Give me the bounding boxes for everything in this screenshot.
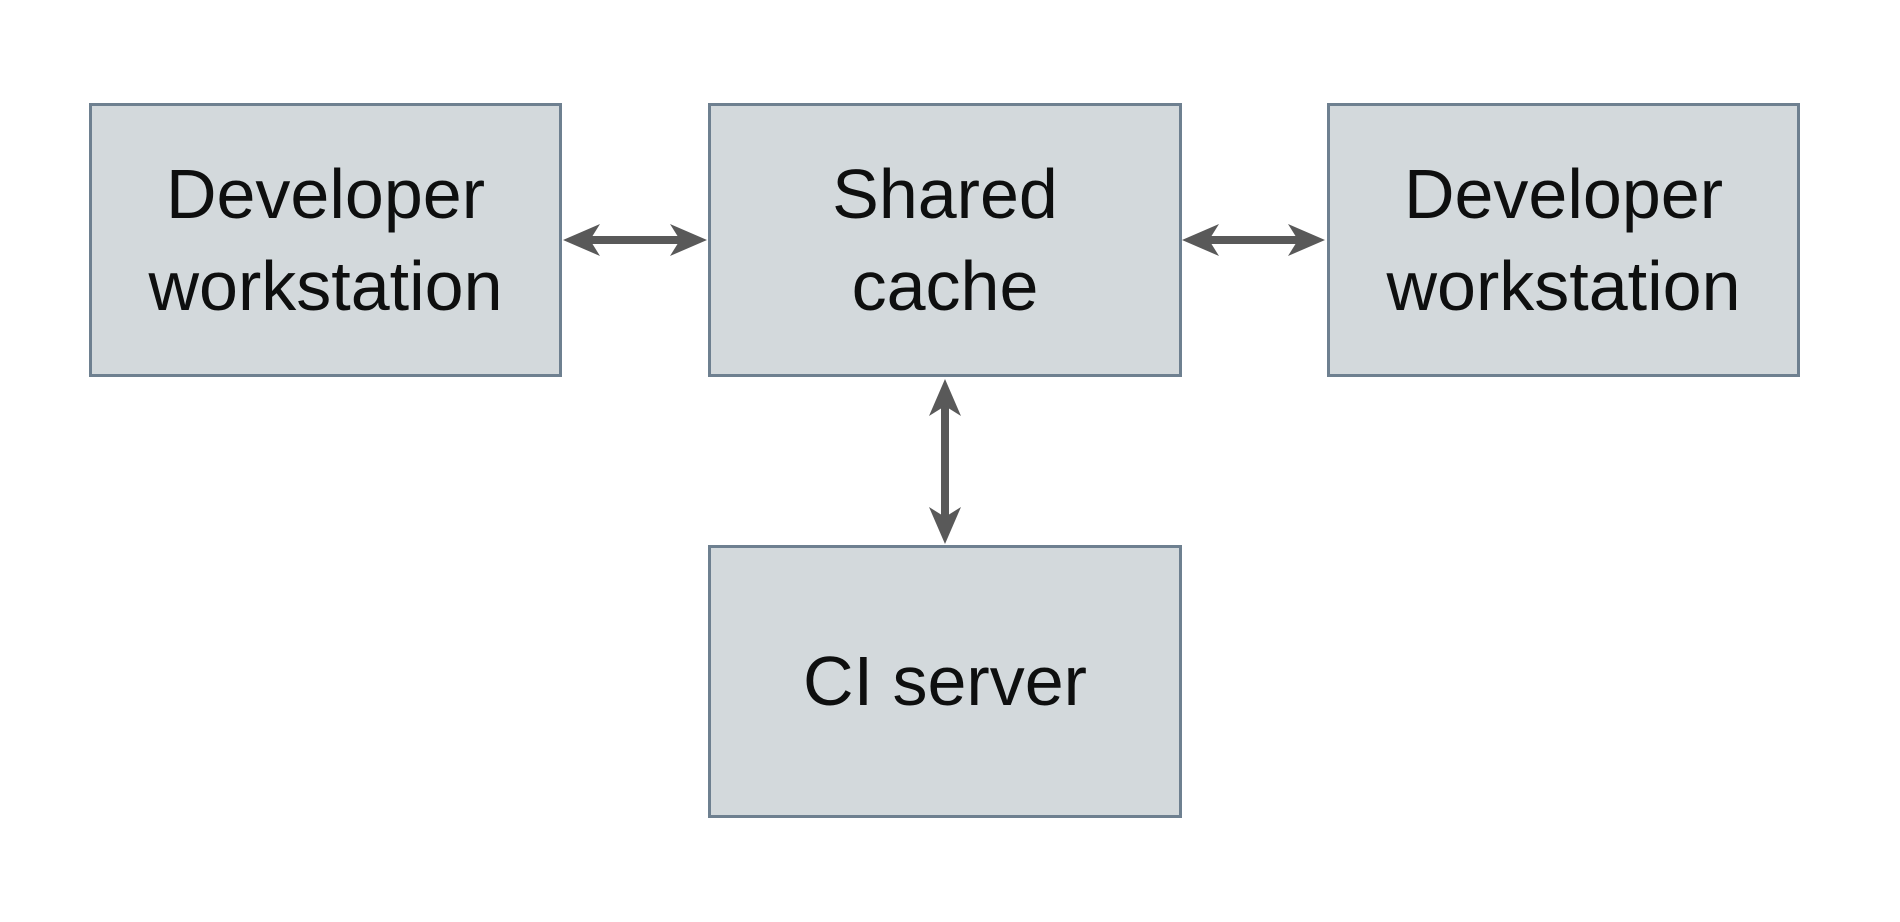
double-arrow-vertical-icon bbox=[923, 379, 967, 544]
node-label-developer-workstation-right: Developer workstation bbox=[1386, 154, 1741, 325]
node-shared-cache: Shared cache bbox=[708, 103, 1182, 377]
node-developer-workstation-left: Developer workstation bbox=[89, 103, 562, 377]
node-developer-workstation-right: Developer workstation bbox=[1327, 103, 1800, 377]
node-label-shared-cache: Shared cache bbox=[832, 154, 1058, 325]
node-label-ci-server: CI server bbox=[803, 642, 1087, 721]
double-arrow-horizontal-left-icon bbox=[563, 218, 707, 262]
node-ci-server: CI server bbox=[708, 545, 1182, 818]
double-arrow-horizontal-right-icon bbox=[1182, 218, 1325, 262]
node-label-developer-workstation-left: Developer workstation bbox=[148, 154, 503, 325]
